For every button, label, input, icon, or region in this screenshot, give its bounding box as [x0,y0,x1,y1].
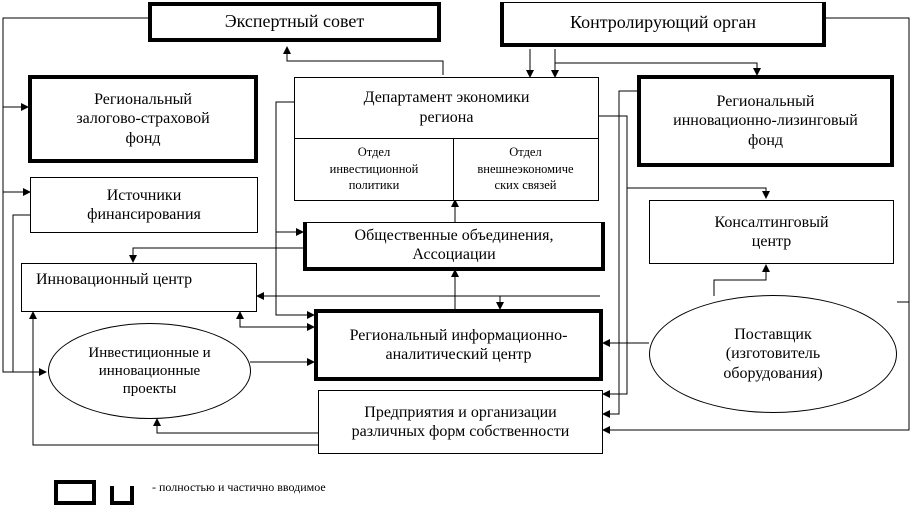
investment-policy-dept-box: Отдел инвестиционной политики [295,138,454,200]
connector-supplier-to-consulting [713,264,770,296]
foreign-relations-dept-box: Отдел внешнеэкономиче ских связей [453,138,598,200]
supplier-label: Поставщик (изготовитель оборудования) [723,326,823,382]
connector-control-right [826,17,910,303]
connector-dept-to-expert [283,46,444,75]
connector-enterprises-to-projects [153,418,318,434]
funding-sources-box: Источники финансирования [30,177,258,233]
investment-projects-ellipse: Инвестиционные и инновационные проекты [48,323,251,419]
regional-guarantee-fund-box: Региональный залогово-страховой фонд [28,75,258,163]
connector-dept-left-branch [275,101,315,319]
supplier-ellipse: Поставщик (изготовитель оборудования) [649,295,897,413]
economics-department-box: Департамент экономики региона Отдел инве… [294,77,599,201]
investment-projects-label: Инвестиционные и инновационные проекты [88,345,211,397]
expert-council-label: Экспертный совет [224,11,365,32]
connector-control-to-leasing [555,62,761,76]
investment-policy-dept-label: Отдел инвестиционной политики [329,144,419,193]
consulting-center-box: Консалтинговый центр [649,200,894,264]
enterprises-box: Предприятия и организации различных форм… [318,390,603,454]
regional-leasing-fund-box: Региональный инновационно-лизинговый фон… [637,75,894,167]
connector-public-to-innovation [129,247,303,263]
controlling-body-label: Контролирующий орган [569,12,757,33]
connector-right-loop [602,302,910,434]
economics-department-label: Департамент экономики региона [363,89,530,126]
economics-department-title: Департамент экономики региона [295,78,598,139]
connector-bottom-loop [29,311,318,446]
connector-dept-to-enterprises [602,188,628,398]
funding-sources-label: Источники финансирования [87,186,201,223]
info-analytical-center-box: Региональный информационно- аналитически… [314,309,603,381]
legend-text: - полностью и частично вводимое [152,480,326,494]
legend-thick-box-symbol [54,480,96,505]
info-analytical-center-label: Региональный информационно- аналитически… [349,326,568,363]
public-associations-box: Общественные объединения, Ассоциации [303,222,605,271]
consulting-center-label: Консалтинговый центр [714,213,829,250]
connector-funding-left [12,214,30,372]
connector-left-spine [2,17,148,376]
connector-leasing-to-enterprises [602,90,637,418]
regional-leasing-fund-label: Региональный инновационно-лизинговый фон… [673,93,858,149]
innovation-center-label: Инновационный центр [36,271,193,288]
public-associations-label: Общественные объединения, Ассоциации [354,226,554,263]
connector-innovation-info-loop [239,312,315,331]
enterprises-label: Предприятия и организации различных форм… [351,403,570,440]
innovation-center-box: Инновационный центр [21,263,257,312]
legend-partial-box-symbol [110,486,134,505]
foreign-relations-dept-label: Отдел внешнеэкономиче ских связей [477,144,574,193]
regional-guarantee-fund-label: Региональный залогово-страховой фонд [76,91,210,147]
expert-council-box: Экспертный совет [148,2,441,42]
controlling-body-box: Контролирующий орган [500,2,826,47]
